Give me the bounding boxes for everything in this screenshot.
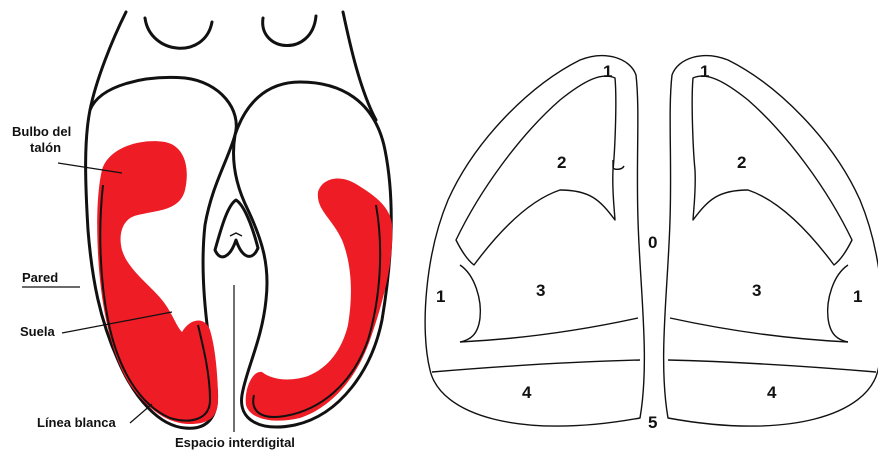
zone-right-4-lower-bound <box>668 360 876 372</box>
lesion-left-claw <box>97 141 218 424</box>
zone-map-left-claw <box>425 56 644 426</box>
leader-white-line <box>130 404 152 423</box>
label-sole: Suela <box>20 324 55 339</box>
interdigital-notch <box>230 233 242 236</box>
zone-right-3: 3 <box>752 281 761 300</box>
zone-left-1-toe: 1 <box>603 62 612 81</box>
label-heel-bulb-line2: talón <box>30 140 61 155</box>
zone-map-right-claw <box>664 56 878 426</box>
zone-right-2: 2 <box>737 153 746 172</box>
zone-right-3-4-bound <box>670 318 848 342</box>
zone-right-inner-wall <box>692 76 852 265</box>
dewclaw-left <box>145 18 212 48</box>
zone-right-1-side: 1 <box>853 287 862 306</box>
zone-right-1-toe: 1 <box>700 62 709 81</box>
leg-outline-left <box>90 12 126 110</box>
hoof-anatomy-drawing: Bulbo del talón Pared Suela Línea blanca… <box>12 12 392 450</box>
zone-5: 5 <box>648 413 657 432</box>
label-heel-bulb-line1: Bulbo del <box>12 124 71 139</box>
label-wall: Pared <box>22 270 58 285</box>
zone-0: 0 <box>648 233 657 252</box>
claw-zone-map: 1 2 3 1 4 1 2 3 1 4 0 5 <box>425 56 878 432</box>
zone-left-inner-wall <box>456 76 616 265</box>
zone-right-4: 4 <box>767 383 777 402</box>
zone-right-1-side-bound <box>828 265 848 342</box>
zone-left-inner-toe-wall <box>613 160 624 169</box>
interdigital-fold <box>215 200 258 257</box>
zone-left-4-lower-bound <box>432 360 640 372</box>
dewclaw-right <box>263 16 316 46</box>
lesion-right-claw <box>246 178 393 420</box>
zone-left-3-4-bound <box>460 318 638 342</box>
label-interdigital-space: Espacio interdigital <box>175 435 295 450</box>
zone-left-1-side-bound <box>460 265 480 342</box>
zone-left-3: 3 <box>536 281 545 300</box>
zone-left-1-side: 1 <box>436 287 445 306</box>
zone-left-2: 2 <box>557 153 566 172</box>
label-white-line: Línea blanca <box>37 415 117 430</box>
zone-left-4: 4 <box>522 383 532 402</box>
zone-right-claw-outline <box>664 56 878 426</box>
